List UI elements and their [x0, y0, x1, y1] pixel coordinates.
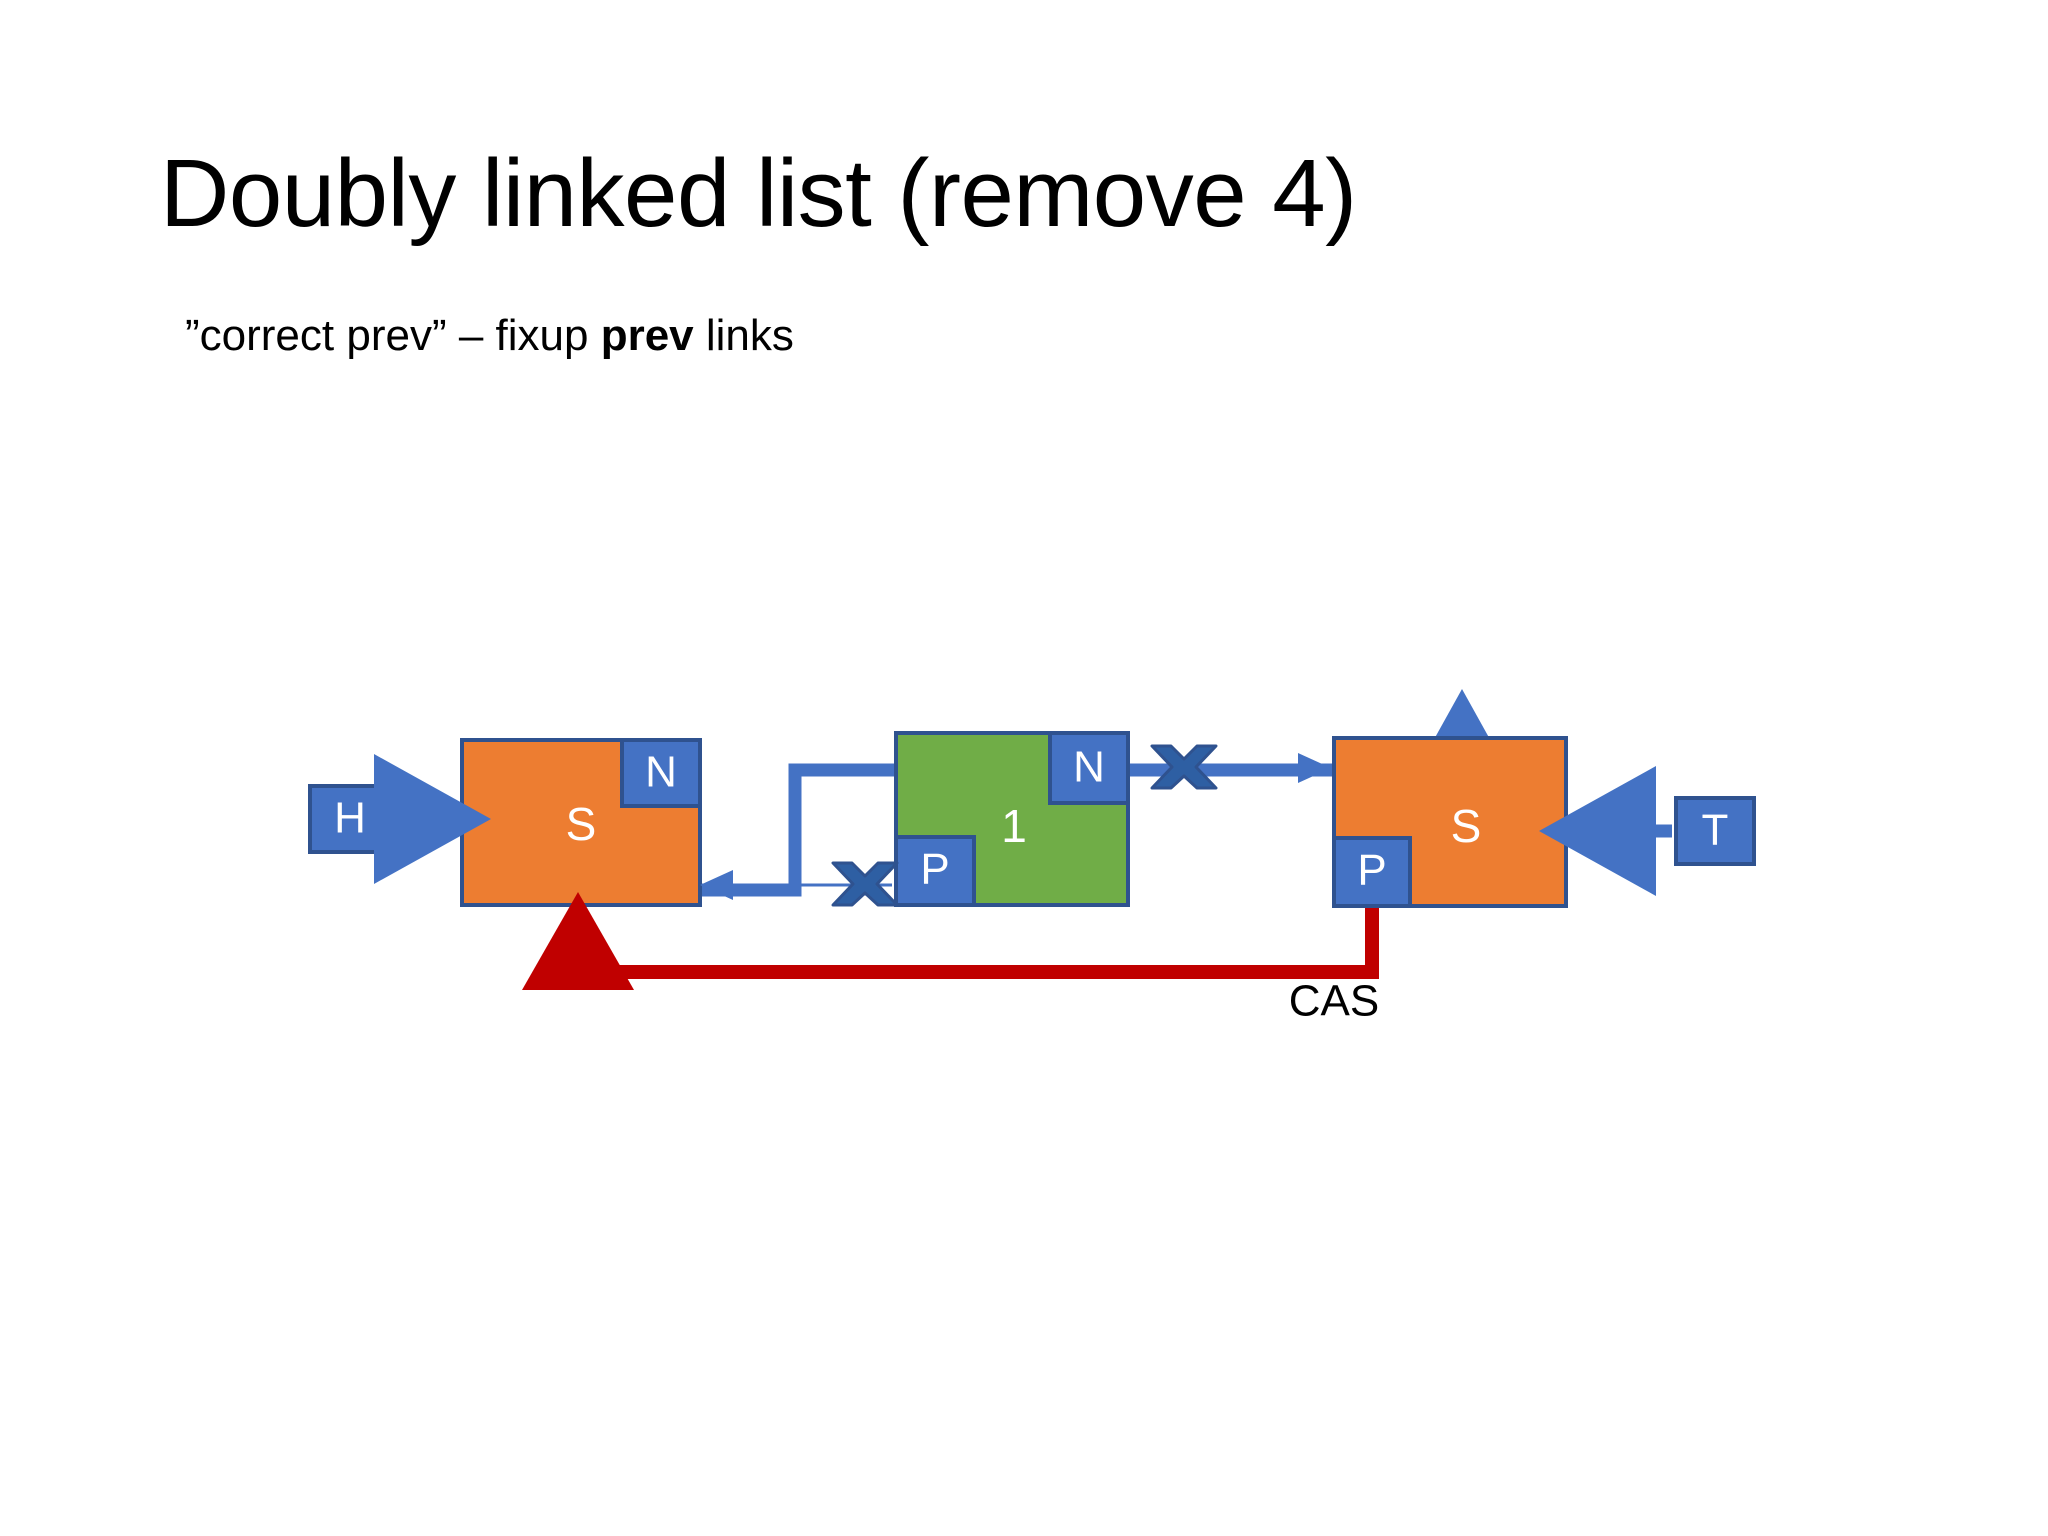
- node-right-sentinel[interactable]: S P: [1332, 736, 1568, 908]
- node-left-sentinel[interactable]: S N: [460, 738, 702, 907]
- cas-label: CAS: [1289, 977, 1379, 1026]
- node-middle-prev-field-label: P: [920, 845, 949, 894]
- head-pointer-label: H: [334, 794, 366, 843]
- node-left-next-field-box[interactable]: [620, 738, 702, 808]
- node-middle-next-field-box[interactable]: [1048, 731, 1130, 805]
- subtitle-text-bold: prev: [600, 311, 694, 360]
- head-pointer[interactable]: H: [308, 754, 491, 884]
- slide-subtitle: ”correct prev” – fixup prev links: [185, 310, 794, 363]
- node-middle-label: 1: [1001, 800, 1027, 852]
- node-middle-next-field-label: N: [1073, 743, 1105, 792]
- linked-list-diagram: S N H 1 N P: [0, 560, 2048, 1120]
- cross-out-middle-next-icon: [1150, 744, 1218, 790]
- tail-pointer-box[interactable]: [1674, 796, 1756, 866]
- cross-out-middle-prev-icon: [831, 861, 899, 907]
- page-title: Doubly linked list (remove 4): [160, 140, 1357, 247]
- tail-pointer[interactable]: T: [1539, 766, 1756, 896]
- tail-pointer-label: T: [1702, 806, 1729, 855]
- subtitle-text-after: links: [693, 311, 794, 360]
- edge-right-prev-to-left-node: [522, 892, 1379, 990]
- node-right-prev-field-box[interactable]: [1332, 836, 1412, 908]
- node-right-sentinel-label: S: [1451, 800, 1482, 852]
- node-left-next-field-label: N: [645, 748, 677, 797]
- node-middle-prev-field-box[interactable]: [894, 835, 976, 907]
- node-left-sentinel-label: S: [566, 798, 597, 850]
- node-middle-removed[interactable]: 1 N P: [894, 731, 1130, 907]
- subtitle-text-before: ”correct prev” – fixup: [185, 311, 601, 360]
- node-right-prev-field-label: P: [1357, 846, 1386, 895]
